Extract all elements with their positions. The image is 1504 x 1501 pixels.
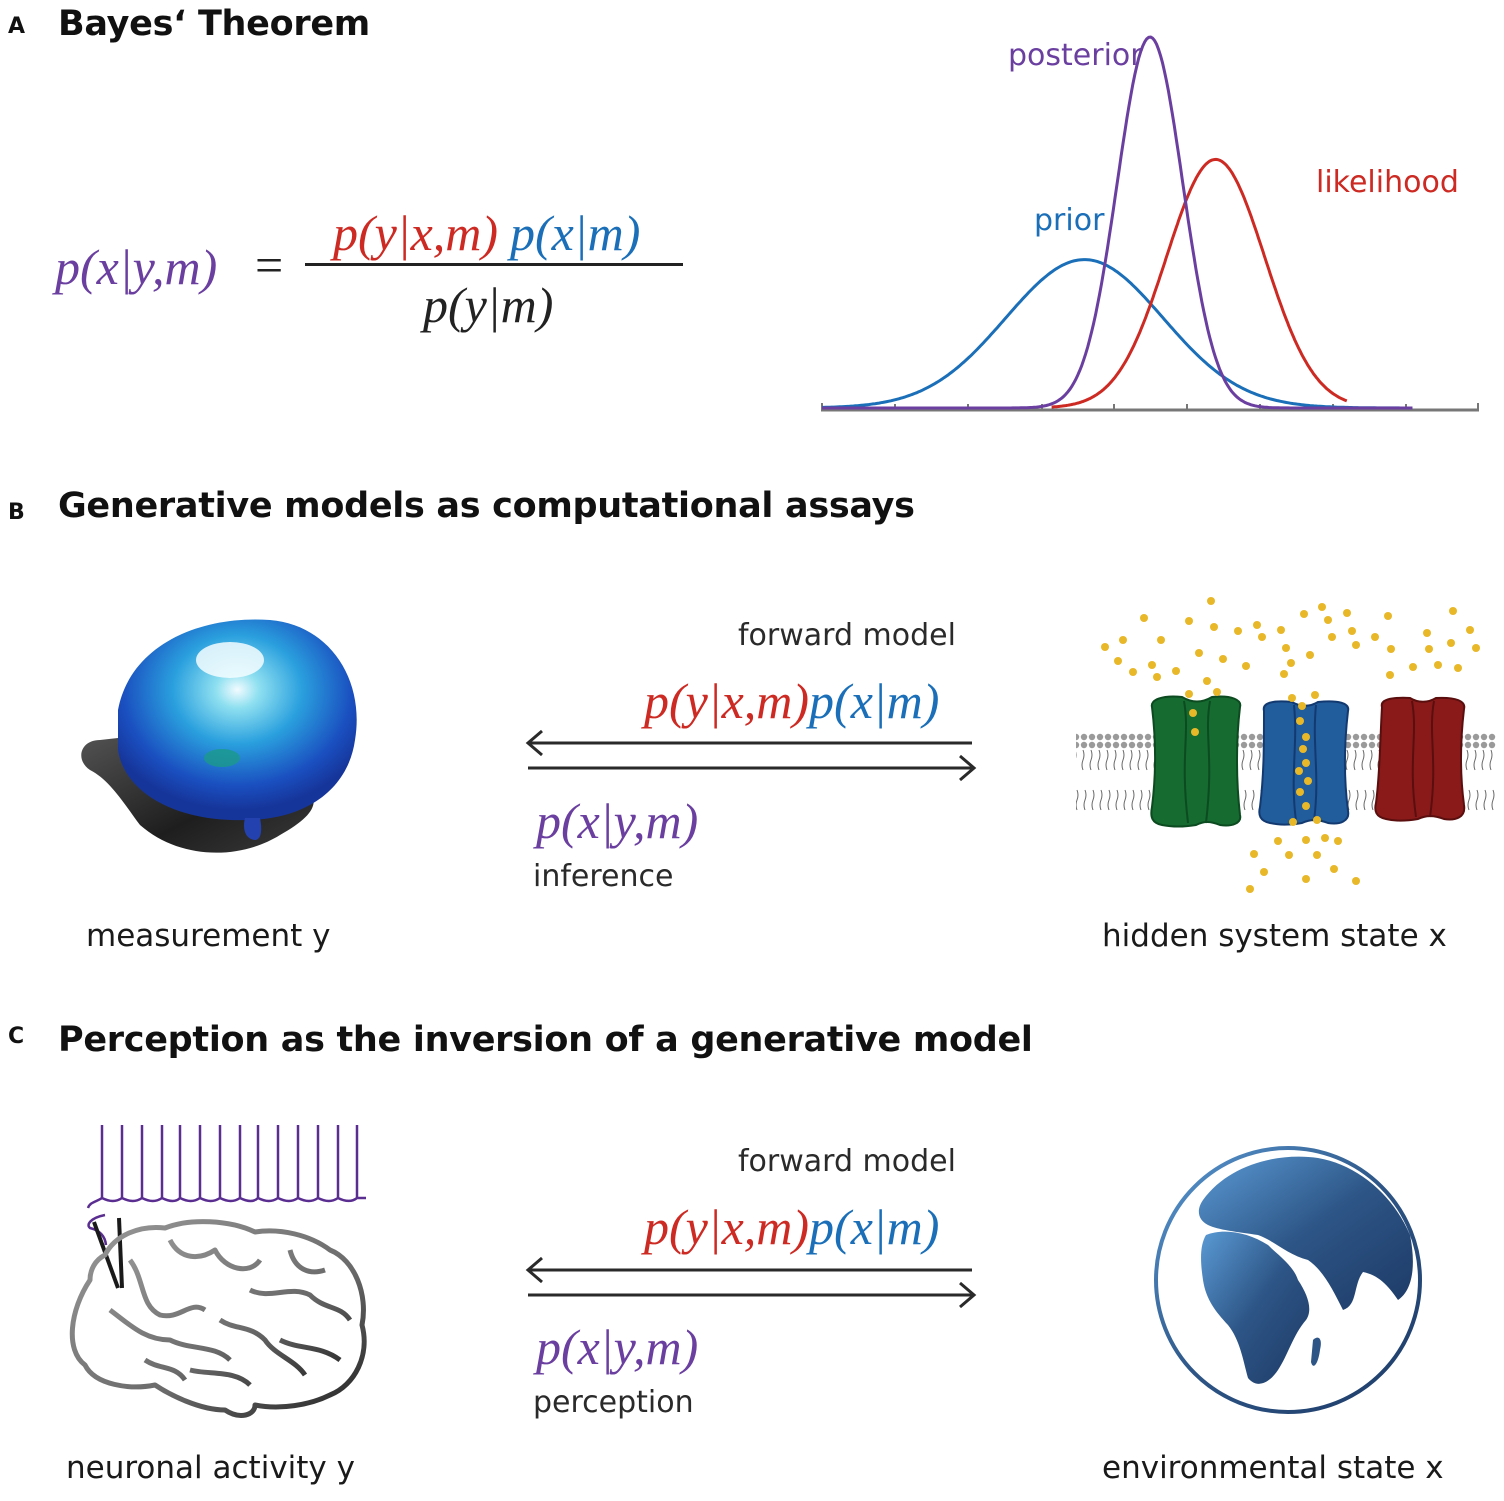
denominator-evidence: p(y|m) [423, 277, 554, 333]
panel-b-inverse-label: inference [533, 859, 674, 894]
forward-arrow-right-icon [528, 1281, 977, 1309]
panel-b-forward-prior: p(x|m) [809, 673, 940, 729]
panel-b-left-caption: measurement y [86, 918, 331, 954]
panel-c-letter: C [8, 1024, 25, 1049]
spike-train [86, 1125, 366, 1246]
panel-b-arrows [525, 729, 977, 782]
ion-channel-membrane-icon [1076, 597, 1496, 893]
panel-c-title: Perception as the inversion of a generat… [58, 1020, 1033, 1060]
panel-c-forward-prior: p(x|m) [809, 1199, 940, 1255]
panel-c-forward-label: forward model [738, 1144, 956, 1179]
brain-outline [69, 1219, 367, 1418]
numerator-likelihood: p(y|x,m) [333, 205, 499, 261]
panel-c-forward-expression: p(y|x,m)p(x|m) [644, 1198, 939, 1256]
panel-c-inverse-label: perception [533, 1385, 694, 1420]
numerator-prior: p(x|m) [510, 205, 641, 261]
panel-c-left-caption: neuronal activity y [66, 1450, 355, 1486]
panel-b-letter: B [8, 500, 25, 525]
panel-b-forward-expression: p(y|x,m)p(x|m) [644, 672, 939, 730]
bayes-gaussian-chart [821, 35, 1479, 412]
panel-b-right-caption: hidden system state x [1102, 918, 1447, 954]
panel-c-forward-likelihood: p(y|x,m) [644, 1199, 810, 1255]
panel-b-title: Generative models as computational assay… [58, 486, 915, 526]
perception-arrow-left-icon [525, 1256, 972, 1284]
bayes-equation: p(x|y,m) = p(y|x,m) p(x|m) p(y|m) [55, 200, 695, 350]
panel-c-right-caption: environmental state x [1102, 1450, 1444, 1486]
panel-c-inverse-expression: p(x|y,m) [536, 1319, 699, 1375]
red-ion-channel [1374, 696, 1466, 822]
posterior-curve [822, 35, 1413, 410]
brain-electrode-spikes-icon [69, 1125, 367, 1418]
forward-arrow-right-icon [528, 754, 977, 782]
prior-curve [822, 258, 1413, 410]
panel-a-letter: A [8, 14, 26, 39]
inference-arrow-left-icon [525, 729, 972, 757]
likelihood-label: likelihood [1316, 165, 1459, 200]
eeg-head-topography-icon [81, 619, 357, 853]
panel-c-arrows [525, 1256, 977, 1309]
panel-b-forward-label: forward model [738, 618, 956, 653]
posterior-label: posterior [1008, 38, 1143, 73]
green-ion-channel [1150, 695, 1242, 828]
fraction-bar [305, 263, 683, 266]
globe-icon [1154, 1146, 1422, 1414]
posterior-lhs: p(x|y,m) [55, 239, 218, 295]
ion-particles [1101, 597, 1480, 893]
likelihood-curve [1051, 157, 1348, 409]
panel-b-inverse-expression: p(x|y,m) [536, 793, 699, 849]
equals-sign: = [255, 237, 284, 293]
panel-a-title: Bayes‘ Theorem [58, 4, 370, 44]
panel-b-forward-likelihood: p(y|x,m) [644, 673, 810, 729]
prior-label: prior [1034, 203, 1105, 238]
